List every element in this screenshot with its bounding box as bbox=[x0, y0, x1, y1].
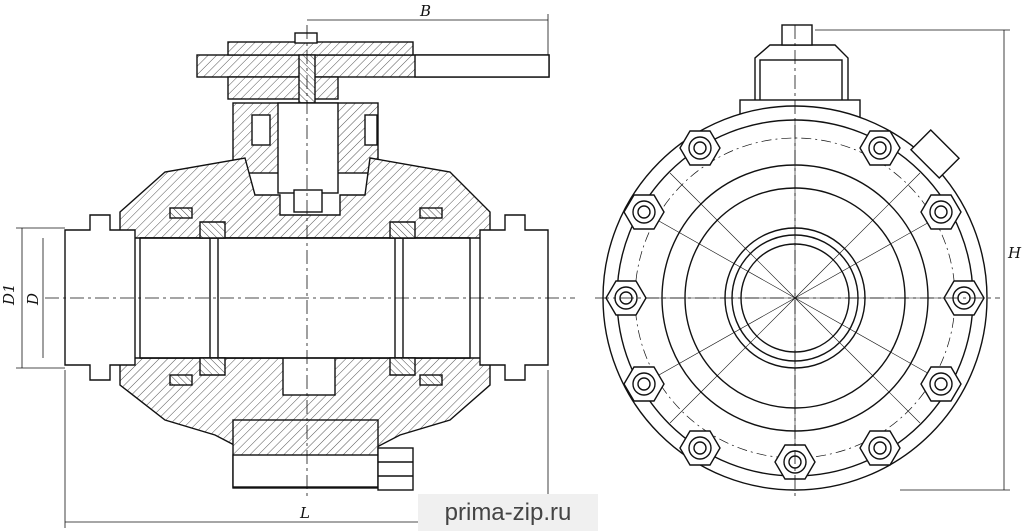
bolt bbox=[679, 130, 721, 166]
end-view bbox=[595, 24, 1000, 500]
section-view bbox=[45, 25, 575, 500]
dimension-l-label: L bbox=[299, 504, 310, 522]
bolt bbox=[623, 366, 665, 402]
watermark: prima-zip.ru bbox=[418, 494, 598, 531]
end-view-centerlines bbox=[595, 25, 1000, 500]
dimension-d1-label: D1 bbox=[0, 283, 18, 306]
dimension-d-label: D bbox=[24, 293, 42, 306]
stem-bonnet bbox=[232, 102, 379, 213]
bolt bbox=[623, 194, 665, 230]
bolt bbox=[859, 130, 901, 166]
handle-lever bbox=[196, 32, 550, 104]
bolt bbox=[859, 430, 901, 466]
centerlines bbox=[45, 25, 575, 500]
bolt bbox=[679, 430, 721, 466]
side-plug bbox=[909, 128, 961, 180]
pipe-ends bbox=[64, 214, 549, 381]
bottom-bolt bbox=[232, 447, 414, 491]
end-view-dimensions bbox=[815, 29, 1010, 491]
section-dimensions bbox=[16, 14, 549, 528]
bolt bbox=[920, 366, 962, 402]
bolt bbox=[920, 194, 962, 230]
dimension-h-label: H bbox=[1007, 244, 1022, 262]
dimension-b-label: B bbox=[419, 2, 431, 20]
